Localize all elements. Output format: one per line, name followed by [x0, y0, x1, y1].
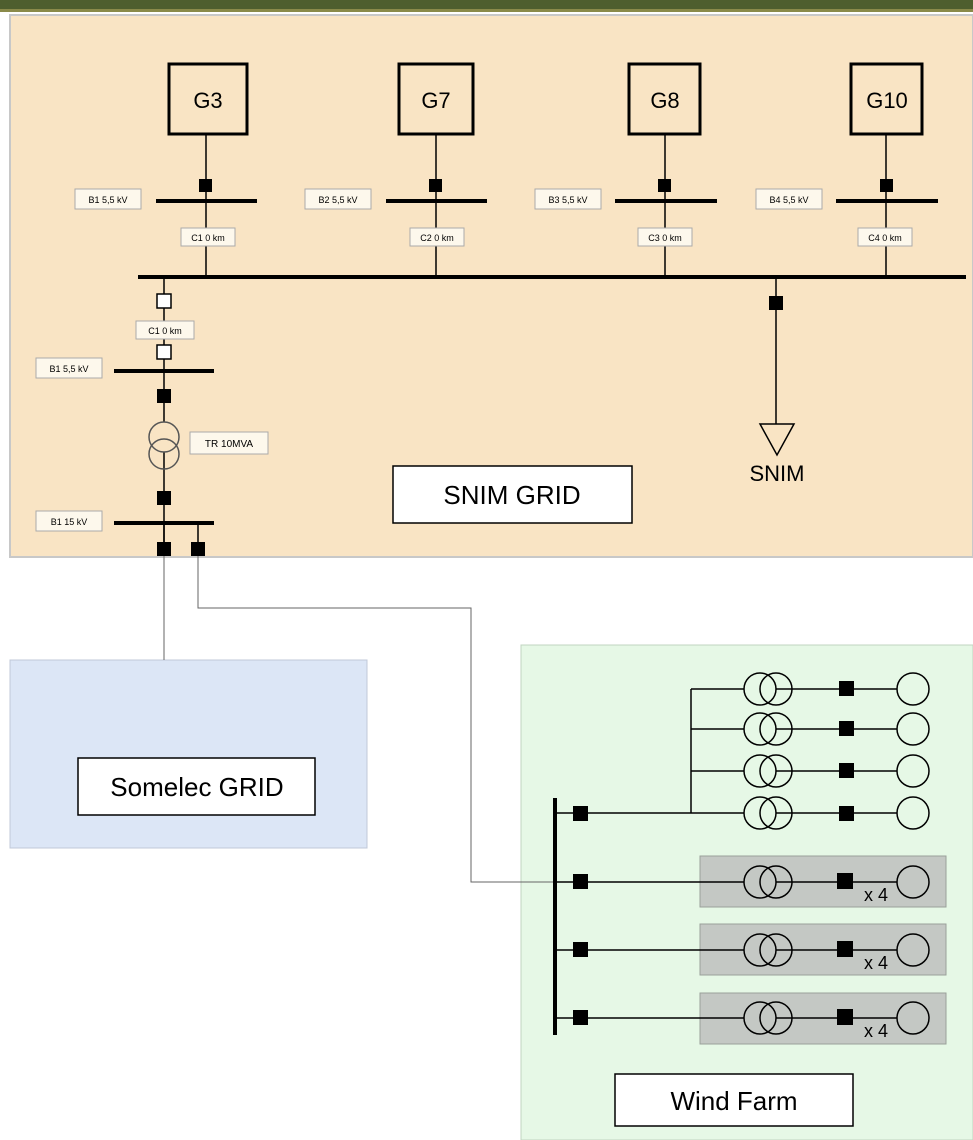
wind-turbine-row-2	[691, 712, 930, 746]
generator-bay-g8: G8 B3 5,5 kV C3 0 km	[534, 62, 717, 275]
generator-g3-breaker[interactable]	[199, 179, 212, 192]
turbine-row-4-feeder-breaker[interactable]	[573, 806, 588, 821]
wind-farm-title-box	[614, 1073, 854, 1127]
transformer-lv-breaker[interactable]	[157, 389, 171, 403]
turbine-group-2-transformer-b	[759, 933, 793, 967]
transformer-winding-top	[148, 421, 180, 453]
generator-g7-breaker[interactable]	[429, 179, 442, 192]
cable-c3-tag	[637, 227, 693, 247]
generator-g10-label: G10	[866, 88, 908, 113]
somelec-grid-title: Somelec GRID	[110, 772, 283, 802]
turbine-group-2-generator[interactable]	[896, 933, 930, 967]
snim-load-icon[interactable]	[758, 423, 796, 457]
turbine-group-3-generator[interactable]	[896, 1001, 930, 1035]
cable-c2-tag	[409, 227, 465, 247]
wind-turbine-group-1: x 4	[555, 865, 930, 905]
turbine-row-4-breaker[interactable]	[839, 806, 854, 821]
feeder-cable-tag	[135, 320, 195, 340]
transformer-winding-bottom	[148, 438, 180, 470]
somelec-grid-region	[9, 659, 368, 849]
bus-b1-high-tag	[35, 510, 103, 532]
turbine-row-3-transformer-b	[759, 754, 793, 788]
turbine-group-2-multiplier: x 4	[864, 953, 888, 973]
cable-c2-label: C2 0 km	[420, 233, 454, 243]
bus-b1-high-label: B1 15 kV	[51, 517, 88, 527]
tie-line-wind-farm	[197, 556, 580, 883]
turbine-group-2-breaker[interactable]	[837, 941, 853, 957]
turbine-group-1-transformer-b	[759, 865, 793, 899]
turbine-row-1-transformer-b	[759, 672, 793, 706]
feeder-open-switch-top[interactable]	[156, 293, 172, 309]
cable-c3-label: C3 0 km	[648, 233, 682, 243]
turbine-group-2-feeder-breaker[interactable]	[573, 942, 588, 957]
turbine-row-4-transformer-b	[759, 796, 793, 830]
transformer-tag	[189, 431, 269, 455]
generator-g3-box[interactable]	[167, 62, 249, 136]
turbine-group-3-feeder-breaker[interactable]	[573, 1010, 588, 1025]
snim-grid-title-box	[392, 465, 633, 524]
cable-c1-tag	[180, 227, 236, 247]
top-banner-strip-shade	[0, 9, 973, 12]
somelec-breaker[interactable]	[157, 542, 171, 556]
snim-load-label: SNIM	[750, 461, 805, 486]
turbine-row-1-breaker[interactable]	[839, 681, 854, 696]
bus-b4-tag	[755, 188, 823, 210]
cable-c4-label: C4 0 km	[868, 233, 902, 243]
snim-grid-title: SNIM GRID	[443, 480, 580, 510]
turbine-group-3-multiplier: x 4	[864, 1021, 888, 1041]
bus-b3-tag	[534, 188, 602, 210]
generator-g7-label: G7	[421, 88, 450, 113]
bus-b1-tag	[74, 188, 142, 210]
transformer-hv-breaker[interactable]	[157, 491, 171, 505]
turbine-group-3-transformer-b	[759, 1001, 793, 1035]
turbine-row-2-transformer-b	[759, 712, 793, 746]
bus-b2-tag	[304, 188, 372, 210]
turbine-row-2-generator[interactable]	[896, 712, 930, 746]
wind-farm-breaker[interactable]	[191, 542, 205, 556]
generator-g3-label: G3	[193, 88, 222, 113]
bus-b1-label: B1 5,5 kV	[88, 195, 127, 205]
turbine-row-1-generator[interactable]	[896, 672, 930, 706]
turbine-group-1-multiplier: x 4	[864, 885, 888, 905]
wind-farm-title: Wind Farm	[670, 1086, 797, 1116]
wind-turbine-group-2: x 4	[555, 933, 930, 973]
generator-g8-box[interactable]	[627, 62, 702, 136]
generator-g10-box[interactable]	[849, 62, 924, 136]
somelec-grid-title-box	[77, 757, 316, 816]
turbine-row-3-breaker[interactable]	[839, 763, 854, 778]
wind-turbine-group-3: x 4	[555, 1001, 930, 1041]
turbine-row-3-generator[interactable]	[896, 754, 930, 788]
turbine-group-1-breaker[interactable]	[837, 873, 853, 889]
generator-g8-breaker[interactable]	[658, 179, 671, 192]
turbine-group-3-breaker[interactable]	[837, 1009, 853, 1025]
generator-g10-breaker[interactable]	[880, 179, 893, 192]
generator-g7-box[interactable]	[397, 62, 475, 136]
wind-turbine-row-3	[691, 754, 930, 788]
bus-b1-low-label: B1 5,5 kV	[49, 364, 88, 374]
bus-b2-label: B2 5,5 kV	[318, 195, 357, 205]
turbine-row-4-generator[interactable]	[896, 796, 930, 830]
generator-bay-g10: G10 B4 5,5 kV C4 0 km	[755, 62, 938, 275]
wind-turbine-row-4	[555, 796, 930, 830]
generator-g8-label: G8	[650, 88, 679, 113]
feeder-open-switch-bottom[interactable]	[156, 344, 172, 360]
cable-c4-tag	[857, 227, 913, 247]
bus-b1-low-tag	[35, 357, 103, 379]
feeder-cable-label: C1 0 km	[148, 326, 182, 336]
bus-b3-label: B3 5,5 kV	[548, 195, 587, 205]
bus-b4-label: B4 5,5 kV	[769, 195, 808, 205]
transformer-label: TR 10MVA	[205, 439, 253, 450]
generator-bay-g3: G3 B1 5,5 kV C1 0 km	[74, 62, 257, 275]
turbine-group-1-feeder-breaker[interactable]	[573, 874, 588, 889]
generator-bay-g7: G7 B2 5,5 kV C2 0 km	[304, 62, 487, 275]
cable-c1-label: C1 0 km	[191, 233, 225, 243]
turbine-row-2-breaker[interactable]	[839, 721, 854, 736]
wind-turbine-row-1	[691, 672, 930, 706]
turbine-group-1-generator[interactable]	[896, 865, 930, 899]
